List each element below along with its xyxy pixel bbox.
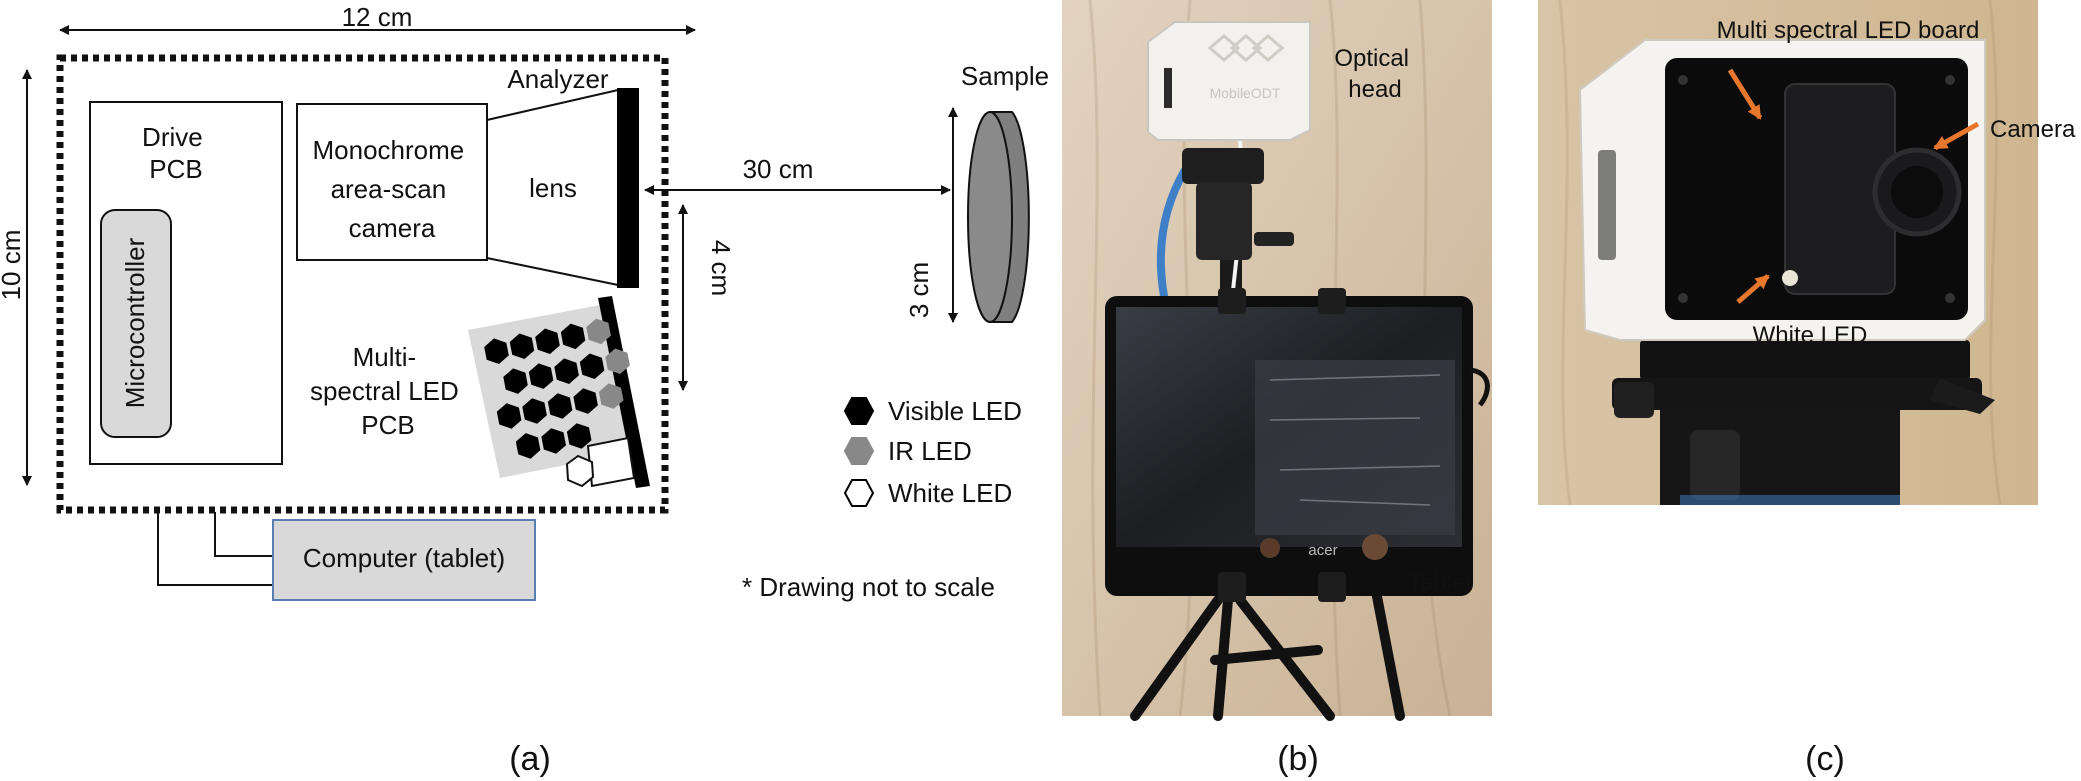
device-enclosure	[56, 54, 669, 514]
camera-box	[296, 103, 488, 261]
optical-head: MobileODT	[1147, 21, 1311, 141]
optical-head-label: Optical head	[1334, 45, 1415, 103]
drive-pcb-label: Drive PCB	[142, 122, 210, 184]
ir-led	[605, 348, 630, 374]
tablet-label: Tablet	[1408, 569, 1472, 596]
device-logo-text: MobileODT	[1210, 85, 1281, 101]
white-led-arrow	[1736, 274, 1770, 304]
sample-label: Sample	[961, 61, 1049, 91]
visible-led	[528, 363, 554, 389]
sample-size-label: 3 cm	[904, 262, 934, 318]
led-pcb	[468, 296, 650, 488]
white-led	[1782, 270, 1798, 286]
legend-ir-swatch	[843, 437, 875, 465]
analyzer-bar	[617, 88, 639, 288]
panel-b-photo: MobileODT Optical head acer	[1062, 0, 1492, 778]
visible-led	[573, 388, 598, 414]
led-board-label: Multi spectral LED board	[1717, 17, 1980, 44]
lens-label: lens	[529, 173, 577, 203]
white-led-label: White LED	[1753, 322, 1868, 349]
visible-led	[496, 403, 522, 429]
not-to-scale-note: * Drawing not to scale	[742, 572, 995, 602]
legend-white-swatch	[843, 479, 875, 507]
tablet: acer	[1105, 288, 1490, 602]
legend-white-label: White LED	[888, 478, 1012, 508]
computer-cable-2	[214, 512, 273, 557]
legend-visible-label: Visible LED	[888, 396, 1022, 426]
ir-led	[586, 318, 611, 345]
camera-arrow	[1933, 121, 1980, 151]
panel-c-photo: Multi spectral LED board Camera White LE…	[1538, 0, 2076, 778]
camera-label-c: Camera	[1990, 116, 2076, 143]
height-dimension-label: 10 cm	[0, 230, 26, 301]
led-pcb-label: Multi- spectral LED PCB	[310, 342, 466, 440]
analyzer-label: Analyzer	[507, 64, 608, 94]
caption-a: (a)	[509, 740, 551, 778]
legend: Visible LED IR LED White LED	[843, 396, 1022, 508]
distance-label: 30 cm	[743, 154, 814, 184]
visible-led	[509, 333, 535, 359]
computer-box	[272, 519, 536, 601]
visible-led	[554, 358, 579, 384]
caption-b: (b)	[1277, 740, 1319, 778]
camera-device	[1578, 39, 1986, 341]
computer-cable-1	[157, 512, 273, 586]
visible-led	[547, 393, 573, 419]
microcontroller-box	[100, 209, 172, 438]
led-board-arrow	[1727, 68, 1763, 120]
width-dimension-label: 12 cm	[342, 2, 413, 32]
ir-led	[598, 383, 624, 409]
microcontroller-label: Microcontroller	[120, 237, 150, 408]
computer-label: Computer (tablet)	[303, 543, 505, 573]
camera-mount	[1612, 340, 1995, 505]
visible-led	[566, 423, 592, 449]
visible-led	[484, 338, 509, 364]
camera-label: Monochrome area-scan camera	[313, 135, 472, 243]
tablet-brand-logo: acer	[1308, 542, 1337, 559]
visible-led	[503, 368, 528, 394]
visible-led	[560, 323, 586, 350]
visible-led	[522, 398, 547, 424]
legend-visible-swatch	[843, 397, 875, 425]
visible-led	[579, 353, 605, 379]
visible-led	[515, 433, 541, 459]
caption-c: (c)	[1805, 740, 1845, 778]
led-height-label: 4 cm	[706, 240, 736, 296]
panel-a-schematic: 12 cm 10 cm Drive PCB Microcontroller Mo…	[0, 2, 1049, 778]
sample-cylinder	[967, 111, 1030, 323]
tripod	[1130, 555, 1405, 721]
visible-led	[535, 328, 560, 354]
white-led-lens	[565, 436, 636, 488]
visible-led	[541, 428, 566, 454]
legend-ir-label: IR LED	[888, 436, 972, 466]
